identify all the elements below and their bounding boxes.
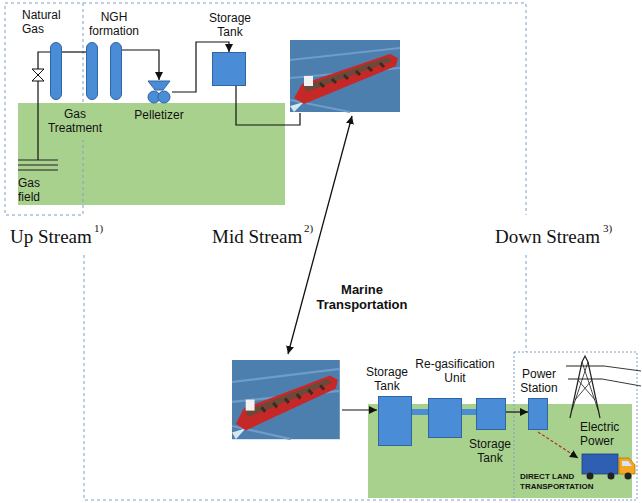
pelletizer-roller bbox=[158, 91, 170, 103]
pelletizer-symbol: Pelletizer bbox=[146, 80, 172, 104]
stage-label: Up Stream bbox=[10, 226, 92, 248]
flow-arrow bbox=[122, 50, 159, 80]
storage-tank: Storage Tank bbox=[212, 52, 246, 86]
truck-cab bbox=[619, 458, 635, 474]
unloading-arrow bbox=[342, 409, 377, 410]
power-station: Power Station bbox=[528, 398, 548, 430]
midstream-boundary bbox=[83, 3, 526, 500]
tower-arm bbox=[566, 366, 604, 379]
callout-number: 2) bbox=[304, 222, 313, 234]
tower-leg bbox=[570, 356, 600, 418]
node-label: Pelletizer bbox=[129, 108, 189, 122]
field-label: Gas field bbox=[18, 176, 58, 204]
reactor-column bbox=[86, 42, 98, 100]
reactor-column bbox=[110, 42, 122, 100]
pelletizer-hopper bbox=[148, 81, 170, 90]
flow-arrow bbox=[62, 51, 86, 52]
node-label: Storage Tank bbox=[467, 437, 513, 465]
callout-number: 3) bbox=[603, 222, 612, 234]
regasification-unit: Re-gasification Unit bbox=[428, 398, 462, 438]
transport-dashed-arrow bbox=[538, 432, 578, 458]
node-label: Storage Tank bbox=[364, 365, 410, 393]
node-label: NGH formation bbox=[87, 10, 142, 38]
power-tower bbox=[566, 356, 641, 418]
truck-wheel bbox=[625, 473, 632, 480]
output-label: Electric Power bbox=[580, 420, 630, 448]
truck-cargo bbox=[582, 454, 618, 474]
valve-symbol bbox=[32, 75, 44, 81]
flow-arrow bbox=[506, 411, 528, 412]
ship-photo bbox=[290, 40, 400, 112]
pelletizer-outline bbox=[146, 80, 172, 104]
stage-label: Mid Stream bbox=[212, 226, 302, 248]
power-line bbox=[602, 366, 641, 386]
formation-reactor: NGH formation bbox=[86, 42, 122, 100]
downstream-boundary bbox=[514, 352, 637, 500]
storage-tank: Storage Tank bbox=[378, 396, 412, 446]
pipe-connector bbox=[412, 409, 428, 415]
gas-pipe bbox=[38, 52, 50, 160]
valve-symbol bbox=[32, 69, 44, 75]
stream-label: Natural Gas bbox=[22, 8, 70, 36]
truck-wheel bbox=[587, 473, 594, 480]
storage-tank: Storage Tank bbox=[476, 398, 506, 430]
treatment-column: Gas Treatment bbox=[50, 42, 62, 100]
gas-field-symbol bbox=[18, 160, 58, 170]
ship-photo bbox=[232, 360, 340, 439]
truck-wheel bbox=[608, 473, 615, 480]
pipe-connector bbox=[462, 409, 476, 415]
ground bbox=[18, 103, 285, 205]
truck-icon bbox=[582, 454, 635, 480]
truck-window bbox=[622, 461, 632, 466]
transport-label: Marine Transportation bbox=[312, 282, 412, 312]
node-label: Re-gasification Unit bbox=[414, 357, 496, 385]
callout-number: 1) bbox=[94, 222, 103, 234]
tower-brace bbox=[572, 362, 598, 410]
stage-label: Down Stream bbox=[495, 226, 600, 248]
transport-label: DIRECT LAND TRANSPORTATION bbox=[520, 472, 602, 492]
node-label: Storage Tank bbox=[205, 11, 255, 39]
node-label: Gas Treatment bbox=[44, 107, 106, 135]
node-label: Power Station bbox=[517, 367, 561, 395]
